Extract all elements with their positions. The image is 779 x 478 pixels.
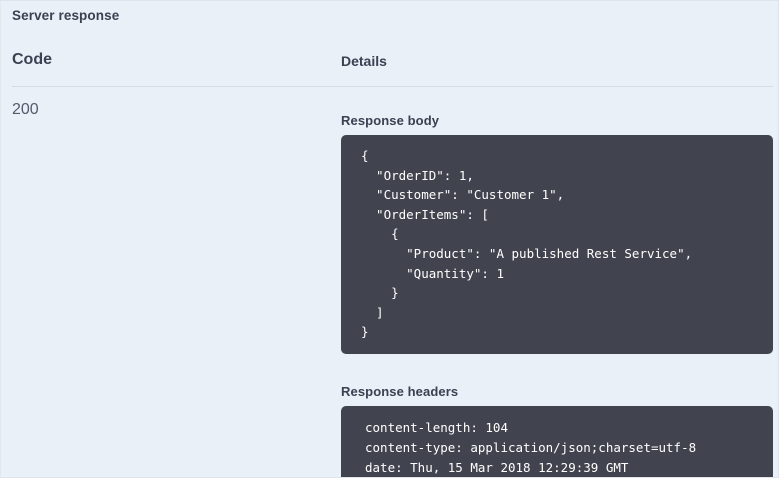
column-header-code: Code [12,51,52,68]
status-code-value: 200 [12,101,39,118]
response-body-code[interactable]: { "OrderID": 1, "Customer": "Customer 1"… [341,135,773,354]
header-divider [12,86,773,87]
response-table-row: 200 Response body { "OrderID": 1, "Custo… [1,87,778,477]
column-header-details: Details [341,53,387,69]
response-headers-code[interactable]: content-length: 104 content-type: applic… [341,406,773,477]
response-details-cell: Response body { "OrderID": 1, "Customer"… [341,87,773,477]
response-headers-label: Response headers [341,384,459,400]
response-body-label: Response body [341,113,440,128]
response-table-header: Code Details [1,43,778,86]
panel-title: Server response [12,8,120,23]
